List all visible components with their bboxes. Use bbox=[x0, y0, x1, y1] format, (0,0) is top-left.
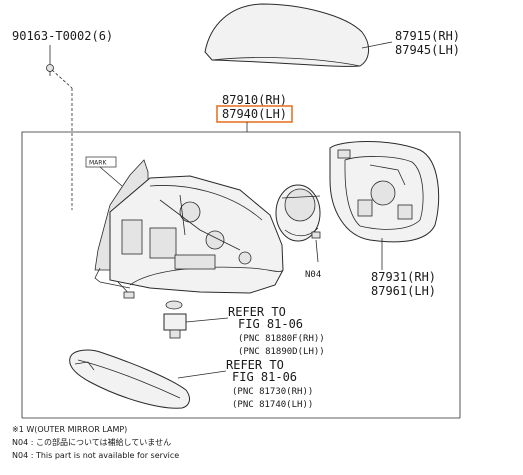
clip-part[interactable] bbox=[163, 300, 187, 339]
mark-box bbox=[85, 156, 117, 168]
bolt-part[interactable] bbox=[46, 64, 54, 77]
refer1-fig[interactable]: FIG 81-06 bbox=[238, 317, 303, 331]
leader-cover bbox=[361, 41, 393, 49]
mirror-lamp-part[interactable] bbox=[69, 349, 190, 409]
refer2-pnc1: (PNC 81730(RH)) bbox=[232, 387, 313, 397]
mirror-glass-part[interactable] bbox=[329, 141, 440, 243]
leader-mark bbox=[99, 166, 123, 187]
refer2-fig[interactable]: FIG 81-06 bbox=[232, 370, 297, 384]
footnote-n04-jp: N04 : この部品については補給していません bbox=[12, 437, 171, 447]
footnote-n04-en: N04 : This part is not available for ser… bbox=[12, 451, 179, 460]
label-assy-lh[interactable]: 87940(LH) bbox=[222, 107, 287, 121]
label-cover-rh: 87915(RH) bbox=[395, 29, 460, 43]
label-mark: MARK bbox=[89, 160, 107, 167]
label-glass-lh: 87961(LH) bbox=[371, 284, 436, 298]
mirror-body-part[interactable] bbox=[94, 159, 284, 294]
label-glass-rh: 87931(RH) bbox=[371, 270, 436, 284]
mirror-motor-part[interactable] bbox=[275, 184, 321, 242]
connector bbox=[123, 291, 135, 299]
mirror-cover-part[interactable] bbox=[204, 3, 369, 67]
label-bolt: 90163-T0002(6) bbox=[12, 29, 113, 43]
refer1-pnc2: (PNC 81890D(LH)) bbox=[238, 347, 325, 357]
label-assy-rh: 87910(RH) bbox=[222, 93, 287, 107]
leader-motor bbox=[315, 239, 319, 263]
footnote-lamp: ※1 W(OUTER MIRROR LAMP) bbox=[12, 425, 127, 434]
leader-clip bbox=[185, 317, 229, 323]
highlight-box bbox=[216, 105, 293, 123]
label-motor-note: N04 bbox=[305, 270, 321, 280]
refer2-title: REFER TO bbox=[226, 358, 284, 372]
label-cover-lh: 87945(LH) bbox=[395, 43, 460, 57]
refer1-title: REFER TO bbox=[228, 305, 286, 319]
refer1-pnc1: (PNC 81880F(RH)) bbox=[238, 334, 325, 344]
leader-lamp bbox=[177, 370, 227, 379]
refer2-pnc2: (PNC 81740(LH)) bbox=[232, 400, 313, 410]
assembly-bracket bbox=[21, 131, 461, 418]
dashed-bolt-1 bbox=[51, 69, 73, 89]
